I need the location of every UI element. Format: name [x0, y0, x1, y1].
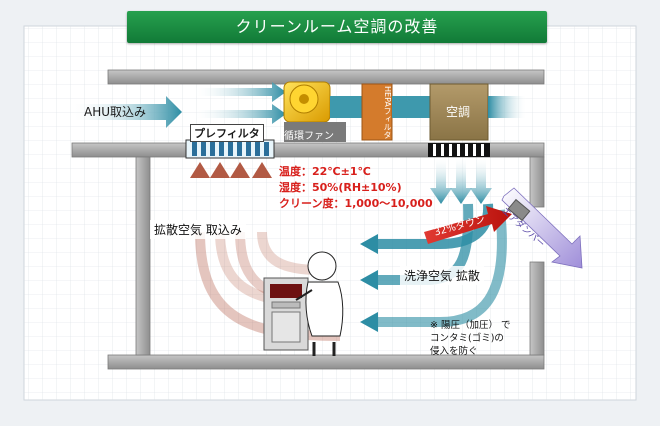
- air-conditioner-label: 空調: [446, 105, 471, 119]
- flow-segment-fan-hepa: [330, 96, 364, 118]
- prefilter-label: プレフィルタ: [190, 124, 264, 142]
- hepa-filter: [361, 83, 393, 141]
- return-up-4-head: [252, 162, 272, 178]
- return-up-3-head: [230, 162, 250, 178]
- supply-grille: [428, 143, 490, 157]
- ahu-intake-arrow: [74, 96, 182, 128]
- fan-hub: [299, 94, 309, 104]
- flow-segment-hepa-ac: [392, 96, 432, 118]
- return-up-2-head: [210, 162, 230, 178]
- diagram-title: クリーンルーム空調の改善: [127, 11, 547, 43]
- right-wall-upper: [529, 156, 545, 208]
- return-up-1-head: [190, 162, 210, 178]
- supply-curve-3: [376, 209, 507, 327]
- top-flow-arrow-1: [196, 82, 286, 102]
- supply-down-arrow-3: [470, 158, 492, 204]
- note-line-2: コンタミ(ゴミ)の: [430, 333, 504, 344]
- cleanliness-condition: クリーン度：1,000～10,000: [279, 197, 433, 210]
- operator-illustration: [263, 251, 344, 356]
- humidity-condition: 湿度：50%(RH±10%): [279, 181, 402, 194]
- left-wall: [135, 156, 151, 356]
- ahu-intake-label: AHU取込み: [84, 105, 147, 119]
- supply-curve-2-head: [360, 270, 378, 290]
- right-wall-lower: [529, 261, 545, 356]
- note-line-3: 侵入を防ぐ: [430, 346, 478, 357]
- circulation-fan-label: 循環ファン: [284, 131, 334, 142]
- top-flow-arrow-2: [196, 104, 286, 124]
- positive-pressure-note: ※ 陽圧（加圧） で コンタミ(ゴミ)の 侵入を防ぐ: [430, 319, 511, 358]
- hepa-filter-label: HEPAフィルタ: [383, 85, 392, 139]
- fan-base: [284, 122, 346, 142]
- supply-down-arrow-2: [450, 158, 472, 204]
- clean-air-diffusion-label: 洗浄空気 拡散: [400, 266, 484, 285]
- supply-curve-3-head: [360, 312, 378, 332]
- supply-curve-1: [376, 203, 494, 249]
- diffusion-intake-label: 拡散空気 取込み: [150, 220, 246, 239]
- supply-down-arrow-1: [430, 158, 452, 204]
- supply-curve-1-head: [360, 234, 378, 254]
- prefilter-grille: [185, 139, 275, 159]
- temperature-condition: 温度：22℃±1℃: [279, 165, 371, 178]
- flow-segment-ac-out: [488, 96, 526, 118]
- red-down-arrow: [424, 206, 512, 244]
- damper-body: [507, 198, 531, 222]
- room-conditions: 温度：22℃±1℃ 湿度：50%(RH±10%) クリーン度：1,000～10,…: [279, 164, 433, 212]
- air-conditioner: [429, 83, 489, 141]
- note-line-1: ※ 陽圧（加圧） で: [430, 320, 511, 331]
- floor-duct: [107, 354, 545, 370]
